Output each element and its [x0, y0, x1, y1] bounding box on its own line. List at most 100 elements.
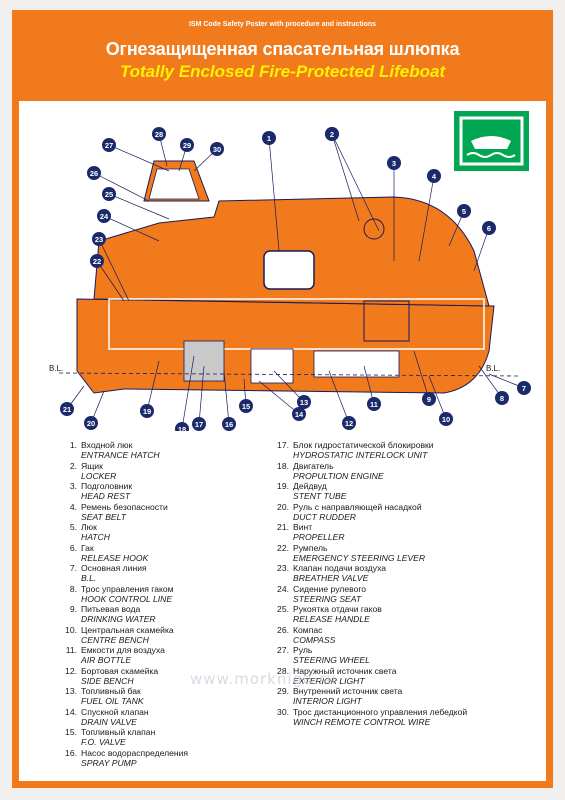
- legend-item-number: 6.: [69, 542, 77, 553]
- callout-number: 20: [87, 419, 95, 428]
- legend-item-russian: Блок гидростатической блокировки: [293, 440, 434, 450]
- callout-leader-line: [418, 175, 435, 262]
- legend-item-russian: Топливный бак: [81, 686, 141, 696]
- legend-item-number: 3.: [69, 481, 77, 491]
- legend-item-english: ENTRANCE HATCH: [81, 450, 160, 460]
- legend-item-number: 1.: [69, 440, 77, 450]
- callout-leader-line: [96, 260, 125, 302]
- legend-item-english: HYDROSTATIC INTERLOCK UNIT: [293, 450, 428, 460]
- callout-marker: [297, 395, 311, 409]
- callout-marker: [92, 232, 106, 246]
- legend-item-number: 8.: [69, 583, 77, 594]
- legend-item-english: FUEL OIL TANK: [81, 696, 144, 706]
- legend-item-number: 5.: [69, 522, 77, 532]
- legend-item-number: 29.: [277, 686, 289, 696]
- callout-marker: [140, 404, 154, 418]
- legend-item-number: 9.: [69, 604, 77, 614]
- callout-marker: [325, 127, 339, 141]
- legend-item-english: COMPASS: [293, 634, 336, 645]
- legend-item-russian: Клапан подачи воздуха: [293, 563, 387, 573]
- legend-item-russian: Бортовая скамейка: [81, 665, 159, 676]
- callout-leader-line: [108, 144, 170, 172]
- callout-number: 19: [143, 407, 151, 416]
- legend-item-english: SEAT BELT: [81, 511, 127, 522]
- bl-label-right: B.L.: [486, 364, 500, 373]
- legend-item-english: DRAIN VALVE: [81, 716, 137, 727]
- legend-item-english: SIDE BENCH: [81, 675, 134, 686]
- callout-number: 18: [178, 425, 186, 431]
- callout-leader-line: [331, 133, 380, 232]
- callout-marker: [517, 381, 531, 395]
- legend-item-english: F.O. VALVE: [81, 737, 126, 747]
- legend-item-russian: Трос дистанционного управления лебедкой: [293, 706, 468, 717]
- legend-item-russian: Входной люк: [81, 440, 133, 450]
- callout-leader-line: [268, 137, 280, 252]
- callout-number: 5: [462, 207, 466, 216]
- callout-number: 2: [330, 130, 334, 139]
- legend-item-number: 25.: [277, 604, 289, 614]
- legend-item-english: WINCH REMOTE CONTROL WIRE: [293, 716, 431, 727]
- poster-title-russian: Огнезащищенная спасательная шлюпка: [105, 39, 460, 59]
- bl-label-left: B.L.: [49, 364, 63, 373]
- legend-item-russian: Рукоятка отдачи гаков: [293, 604, 382, 614]
- legend-item-english: HOOK CONTROL LINE: [81, 593, 173, 604]
- callout-number: 27: [105, 141, 113, 150]
- legend-item-english: STEERING SEAT: [293, 593, 362, 604]
- legend-item-english: STEERING WHEEL: [293, 655, 370, 665]
- callout-marker: [102, 187, 116, 201]
- callout-marker: [152, 127, 166, 141]
- legend-item-number: 18.: [277, 460, 289, 471]
- legend-item-english: STENT TUBE: [293, 491, 347, 501]
- callout-leader-line: [181, 355, 195, 430]
- legend-item-english: HEAD REST: [81, 491, 131, 501]
- legend-item-english: EMERGENCY STEERING LEVER: [293, 552, 426, 563]
- callout-marker: [457, 204, 471, 218]
- legend-item-english: SPRAY PUMP: [81, 757, 137, 768]
- callout-number: 8: [500, 394, 504, 403]
- legend-item-number: 13.: [65, 686, 77, 696]
- legend-item-russian: Компас: [293, 624, 323, 635]
- poster-title-english: Totally Enclosed Fire-Protected Lifeboat: [119, 62, 446, 81]
- legend-item-english: RELEASE HOOK: [81, 552, 149, 563]
- legend-item-number: 15.: [65, 727, 77, 737]
- callout-number: 21: [63, 405, 71, 414]
- legend-item-number: 30.: [277, 706, 289, 717]
- callout-number: 7: [522, 384, 526, 393]
- legend-item-russian: Ящик: [81, 460, 103, 471]
- legend-item-number: 17.: [277, 440, 289, 450]
- legend-item-english: B.L.: [81, 573, 97, 583]
- legend-item-russian: Трос управления гаком: [81, 583, 174, 594]
- callout-marker: [90, 254, 104, 268]
- callout-leader-line: [223, 370, 230, 425]
- callout-leader-line: [93, 172, 150, 202]
- callout-marker: [239, 399, 253, 413]
- callout-number: 25: [105, 190, 113, 199]
- callout-number: 15: [242, 402, 250, 411]
- legend-item-russian: Дейдвуд: [293, 481, 327, 491]
- watermark: www.morkniga.ru: [190, 670, 337, 688]
- legend-item-russian: Центральная скамейка: [81, 624, 174, 635]
- legend-item: 30. Трос дистанционного управления лебедк…: [269, 707, 489, 728]
- legend-item-number: 21.: [277, 522, 289, 532]
- callout-marker: [87, 166, 101, 180]
- legend-item-english: BREATHER VALVE: [293, 573, 369, 583]
- callout-number: 22: [93, 257, 101, 266]
- legend-item-number: 20.: [277, 501, 289, 512]
- callout-leader-line: [413, 350, 430, 400]
- callout-number: 4: [432, 172, 437, 181]
- legend-item-russian: Гак: [81, 542, 94, 553]
- callout-marker: [84, 416, 98, 430]
- legend-item-english: PROPULTION ENGINE: [293, 470, 384, 481]
- legend-item-english: EXTERIOR LIGHT: [293, 675, 365, 686]
- callout-marker: [367, 397, 381, 411]
